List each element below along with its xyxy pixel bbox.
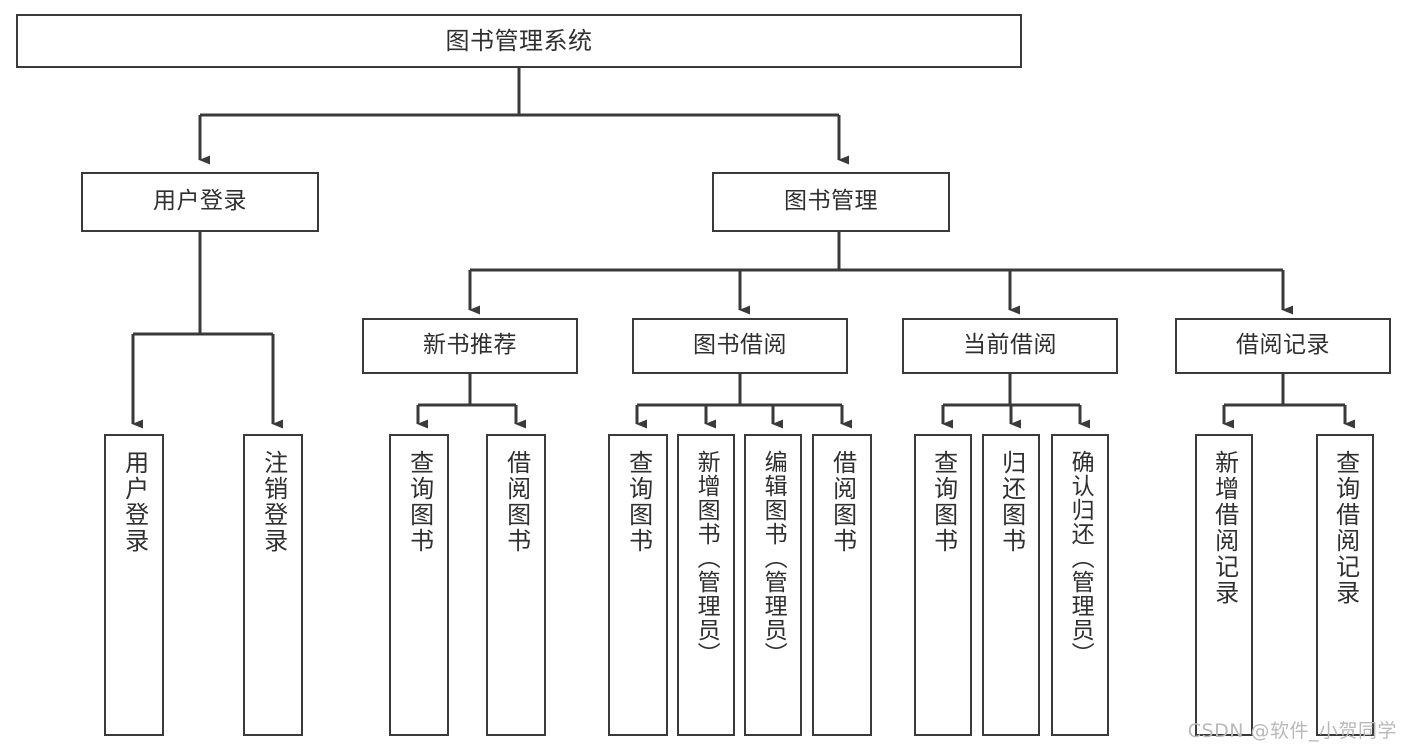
node-label: 注销登录 [259, 450, 288, 554]
leaf-current-confirm-return-admin[interactable]: 确认归还（管理员） [1051, 434, 1109, 736]
node-label: 编辑图书（管理员） [760, 450, 787, 666]
node-label: 新书推荐 [423, 332, 517, 359]
leaf-new-book-query[interactable]: 查询图书 [389, 434, 449, 736]
leaf-current-return-book[interactable]: 归还图书 [982, 434, 1040, 736]
node-label: 查询图书 [405, 450, 434, 554]
node-label: 图书管理系统 [445, 26, 593, 55]
node-user-login[interactable]: 用户登录 [81, 172, 319, 232]
node-label: 当前借阅 [963, 332, 1057, 359]
leaf-borrow-edit-book-admin[interactable]: 编辑图书（管理员） [744, 434, 802, 736]
csdn-watermark: CSDN @软件_小贺同学 [1187, 720, 1397, 742]
node-current-borrow[interactable]: 当前借阅 [902, 318, 1118, 374]
leaf-borrow-add-book-admin[interactable]: 新增图书（管理员） [677, 434, 735, 736]
leaf-user-login-login[interactable]: 用户登录 [104, 434, 164, 736]
node-label: 查询图书 [929, 450, 958, 554]
node-new-book-recommend[interactable]: 新书推荐 [362, 318, 578, 374]
node-label: 借阅图书 [502, 450, 531, 554]
node-label: 查询借阅记录 [1331, 450, 1360, 606]
leaf-record-add-record[interactable]: 新增借阅记录 [1195, 434, 1253, 736]
leaf-new-book-borrow[interactable]: 借阅图书 [486, 434, 546, 736]
node-book-management[interactable]: 图书管理 [712, 172, 950, 232]
leaf-borrow-query-book[interactable]: 查询图书 [608, 434, 668, 736]
node-label: 确认归还（管理员） [1067, 450, 1094, 666]
node-label: 用户登录 [120, 450, 149, 554]
node-label: 借阅记录 [1236, 332, 1330, 359]
leaf-current-query-book[interactable]: 查询图书 [914, 434, 972, 736]
node-label: 归还图书 [997, 450, 1026, 554]
node-label: 新增图书（管理员） [693, 450, 720, 666]
node-label: 用户登录 [153, 188, 247, 215]
node-book-borrow[interactable]: 图书借阅 [632, 318, 848, 374]
node-label: 图书借阅 [693, 332, 787, 359]
leaf-user-login-logout[interactable]: 注销登录 [243, 434, 303, 736]
node-label: 借阅图书 [828, 450, 857, 554]
node-borrow-record[interactable]: 借阅记录 [1175, 318, 1391, 374]
node-label: 新增借阅记录 [1210, 450, 1239, 606]
leaf-borrow-borrow-book[interactable]: 借阅图书 [812, 434, 872, 736]
node-label: 查询图书 [624, 450, 653, 554]
node-label: 图书管理 [784, 188, 878, 215]
node-root-system[interactable]: 图书管理系统 [16, 14, 1022, 68]
leaf-record-query-record[interactable]: 查询借阅记录 [1316, 434, 1374, 736]
